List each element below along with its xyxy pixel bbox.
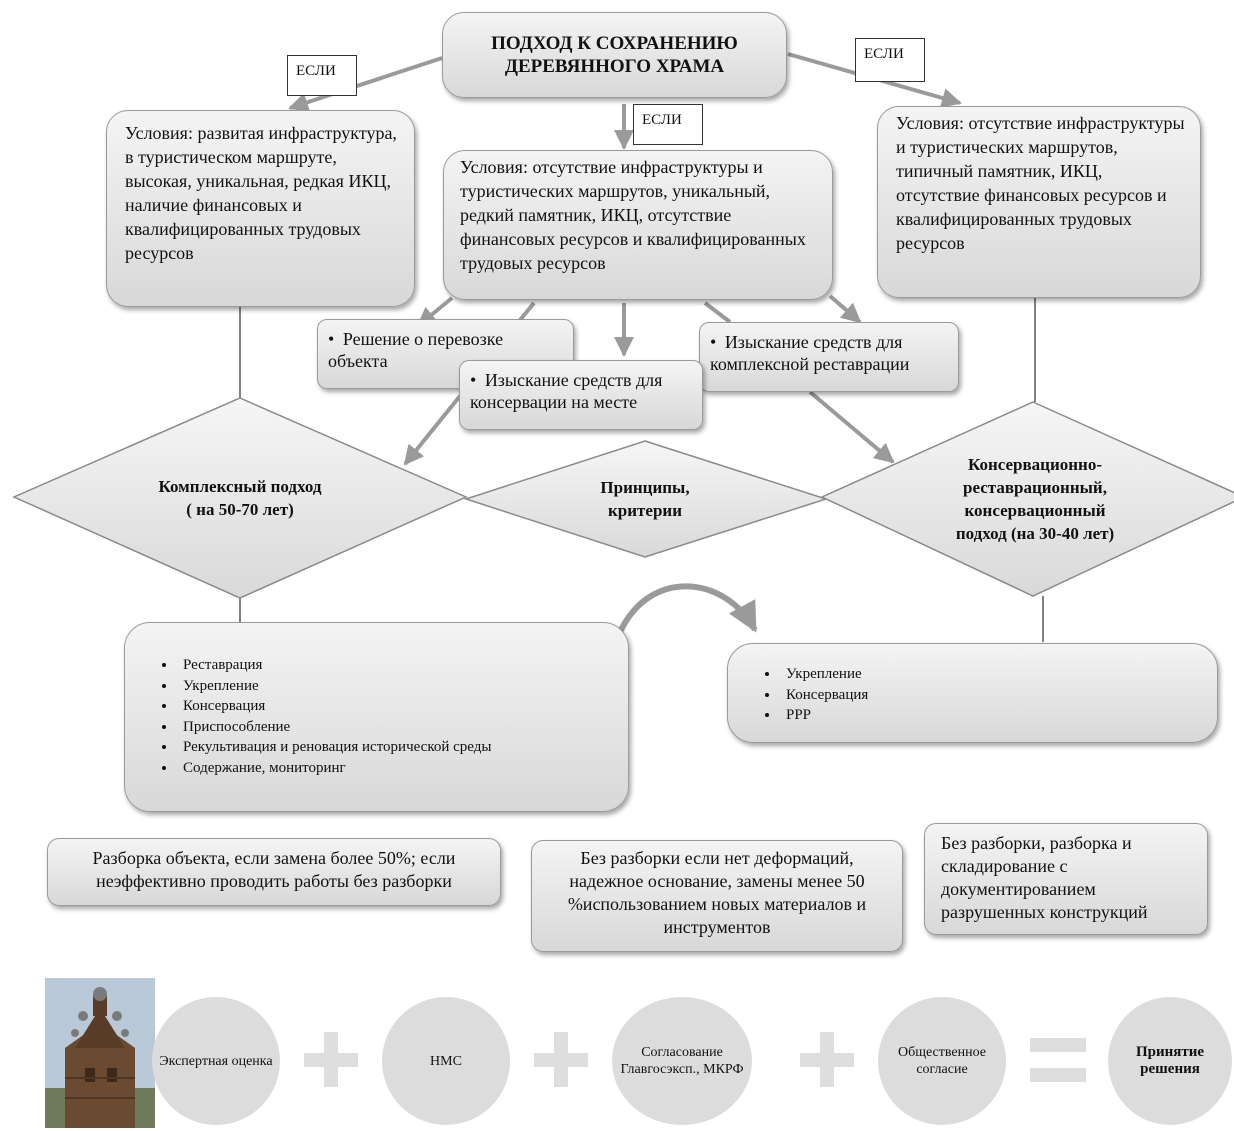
note-right-text: Без разборки, разборка и складирование с… (941, 833, 1148, 922)
arrow-to-conservation-funds (518, 301, 536, 322)
step-decision-label: Принятие решения (1135, 1044, 1205, 1077)
condition-box-center: Условия: отсутствие инфраструктуры и тур… (443, 150, 833, 300)
diamond-principles (463, 440, 829, 558)
note-right: Без разборки, разборка и складирование с… (924, 823, 1208, 935)
list-item: Содержание, мониторинг (177, 758, 628, 779)
curved-arrow-icon (617, 583, 758, 634)
arrow-to-restoration-funds (703, 301, 732, 324)
if-label-right: ЕСЛИ (855, 38, 925, 82)
equals-icon (1030, 1038, 1086, 1052)
diamond-principles-label: Принципы, критерии (555, 475, 735, 523)
list-item: Приспособление (177, 717, 628, 738)
step-decision: Принятие решения (1108, 997, 1232, 1125)
arrow-title-to-left (288, 56, 443, 112)
step-public-consent: Общественное согласие (878, 997, 1006, 1125)
list-item: Укрепление (780, 664, 1217, 685)
list-item: Консервация (177, 696, 628, 717)
complex-approach-line1: Комплексный подход (158, 477, 322, 496)
step-public-consent-label: Общественное согласие (897, 1045, 987, 1077)
condition-box-right: Условия: отсутствие инфраструктуры и тур… (877, 106, 1201, 298)
note-left-text: Разборка объекта, если замена более 50%;… (92, 848, 456, 891)
principles-line1: Принципы, (600, 478, 690, 497)
title-box: ПОДХОД К СОХРАНЕНИЮ ДЕРЕВЯННОГО ХРАМА (442, 12, 787, 98)
diamond-complex-approach (12, 397, 468, 599)
list-item: Укрепление (177, 676, 628, 697)
diamond-complex-label: Комплексный подход ( на 50-70 лет) (112, 470, 368, 526)
action-relocation-text: Решение о перевозке объекта (328, 329, 504, 371)
conservation-approach-line3: консервационный (964, 501, 1106, 520)
plus-icon-bar (800, 1053, 854, 1067)
list-item: РРР (780, 705, 1217, 726)
condition-box-left: Условия: развитая инфраструктура, в тури… (106, 110, 415, 307)
plus-icon-bar (534, 1053, 588, 1067)
if-label-center: ЕСЛИ (633, 104, 703, 145)
step-nms: НМС (382, 997, 510, 1125)
note-center-text: Без разборки если нет деформаций, надежн… (567, 848, 867, 937)
left-measures-list: Реставрация Укрепление Консервация Присп… (125, 655, 628, 778)
conservation-approach-line1: Консервационно- (967, 455, 1103, 474)
right-measures-list: Укрепление Консервация РРР (728, 664, 1217, 726)
note-left: Разборка объекта, если замена более 50%;… (47, 838, 501, 906)
principles-line2: критерии (608, 501, 682, 520)
action-restoration-funds-text: Изыскание средств для комплексной рестав… (710, 332, 910, 374)
diamond-conservation-approach (820, 401, 1234, 597)
wooden-church-photo (45, 978, 155, 1128)
conservation-approach-line2: реставрационный, (963, 478, 1107, 497)
arrow-to-right-branch (828, 294, 862, 324)
conservation-approach-line4: подход (на 30-40 лет) (955, 524, 1115, 543)
list-item: Рекультивация и реновация исторической с… (177, 737, 628, 758)
note-center: Без разборки если нет деформаций, надежн… (531, 840, 903, 952)
action-conservation-funds: Изыскание средств для консервации на мес… (459, 360, 703, 430)
page-title: ПОДХОД К СОХРАНЕНИЮ ДЕРЕВЯННОГО ХРАМА (491, 33, 738, 77)
right-measures-box: Укрепление Консервация РРР (727, 643, 1218, 743)
if-label-left: ЕСЛИ (287, 55, 357, 96)
condition-left-text: Условия: развитая инфраструктура, в тури… (125, 123, 397, 263)
equals-icon-bar (1030, 1068, 1086, 1082)
arrow-to-complex-approach (403, 394, 462, 466)
left-measures-box: Реставрация Укрепление Консервация Присп… (124, 622, 629, 812)
condition-right-text: Условия: отсутствие инфраструктуры и тур… (896, 113, 1185, 253)
list-item: Реставрация (177, 655, 628, 676)
church-icon (45, 978, 155, 1128)
action-restoration-funds: Изыскание средств для комплексной рестав… (699, 322, 959, 392)
arrow-to-conservation-approach (808, 390, 895, 464)
condition-center-text: Условия: отсутствие инфраструктуры и тур… (460, 157, 806, 273)
list-item: Консервация (780, 685, 1217, 706)
step-nms-label: НМС (430, 1053, 462, 1069)
step-approval-label: Согласование Главгосэксп., МКРФ (620, 1045, 744, 1077)
step-expert-assessment-label: Экспертная оценка (159, 1053, 273, 1069)
step-expert-assessment: Экспертная оценка (152, 997, 280, 1125)
complex-approach-line2: ( на 50-70 лет) (186, 500, 294, 519)
plus-icon-bar (304, 1053, 358, 1067)
step-approval: Согласование Главгосэксп., МКРФ (612, 997, 752, 1125)
diamond-conservation-label: Консервационно- реставрационный, консерв… (910, 450, 1160, 548)
action-conservation-funds-text: Изыскание средств для консервации на мес… (470, 370, 663, 412)
